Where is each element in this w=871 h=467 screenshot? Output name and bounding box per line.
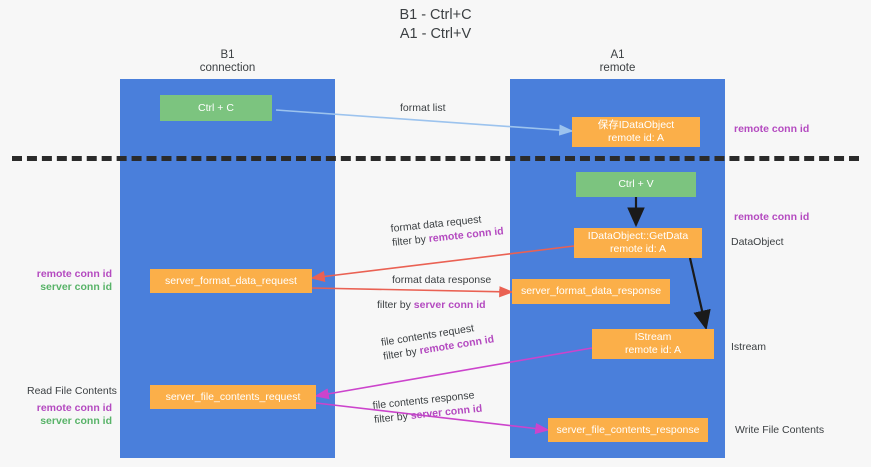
lane-header-b1: B1 connection [120,49,335,75]
title-line-2: A1 - Ctrl+V [399,26,472,42]
label-format-list: format list [400,102,446,114]
box-save-idataobject-line1: 保存IDataObject [597,119,675,131]
box-istream-line1: IStream [634,331,672,343]
box-ctrl-c-label: Ctrl + C [198,101,234,114]
box-ctrl-c[interactable]: Ctrl + C [160,95,272,121]
box-idataobject-getdata[interactable]: IDataObject::GetData remote id: A [574,228,702,258]
label-format-data-response-filter: filter by server conn id [377,299,486,312]
box-istream[interactable]: IStream remote id: A [592,329,714,359]
lane-header-a1: A1 remote [510,49,725,75]
filter-key: server conn id [413,299,486,311]
box-server-format-data-response-label: server_format_data_response [520,285,662,297]
annotation-ids-mid-remote: remote conn id [36,268,112,280]
annotation-ids-bottom: remote conn id server conn id [0,402,112,428]
box-server-file-contents-request[interactable]: server_file_contents_request [150,385,316,409]
box-idataobject-getdata-line2: remote id: A [609,243,667,255]
arrow-format-data-response [311,286,514,298]
lane-header-b1-sub: connection [199,62,256,74]
annotation-remote-conn-id-top: remote conn id [734,123,810,135]
box-server-file-contents-response[interactable]: server_file_contents_response [548,418,708,442]
annotation-dataobject: DataObject [731,236,784,248]
box-istream-line2: remote id: A [624,344,682,356]
box-server-file-contents-response-label: server_file_contents_response [556,423,700,436]
annotation-ids-mid-server: server conn id [40,281,112,293]
filter-prefix: filter by [373,410,412,426]
filter-prefix: filter by [391,233,430,249]
annotation-ids-mid: remote conn id server conn id [0,268,112,294]
box-server-format-data-response[interactable]: server_format_data_response [512,279,670,304]
title-line-1: B1 - Ctrl+C [399,7,472,23]
annotation-remote-conn-id-mid: remote conn id [734,211,810,223]
box-ctrl-v-label: Ctrl + V [618,178,654,190]
page-title: B1 - Ctrl+C A1 - Ctrl+V [0,6,871,44]
box-server-file-contents-request-label: server_file_contents_request [165,390,301,403]
label-file-contents-response: file contents response filter by server … [372,388,483,427]
box-server-format-data-request[interactable]: server_format_data_request [150,269,312,293]
box-server-format-data-request-label: server_format_data_request [165,274,297,287]
annotation-ids-bottom-server: server conn id [40,415,112,427]
annotation-ids-bottom-remote: remote conn id [36,402,112,414]
box-idataobject-getdata-line1: IDataObject::GetData [587,230,689,242]
annotation-read-file-contents: Read File Contents [27,385,117,397]
annotation-write-file-contents: Write File Contents [735,424,825,436]
label-format-data-request: format data request filter by remote con… [390,210,504,250]
label-format-data-response: format data response [392,274,492,286]
box-save-idataobject-line2: remote id: A [607,132,665,144]
phase-divider [12,156,859,161]
box-ctrl-v[interactable]: Ctrl + V [576,172,696,197]
label-file-contents-request: file contents request filter by remote c… [380,318,495,363]
box-save-idataobject[interactable]: 保存IDataObject remote id: A [572,117,700,147]
lane-header-a1-name: A1 [610,49,625,61]
filter-prefix: filter by [377,299,414,311]
annotation-istream: Istream [731,341,767,353]
lane-header-a1-sub: remote [599,62,636,74]
lane-header-b1-name: B1 [220,49,235,61]
